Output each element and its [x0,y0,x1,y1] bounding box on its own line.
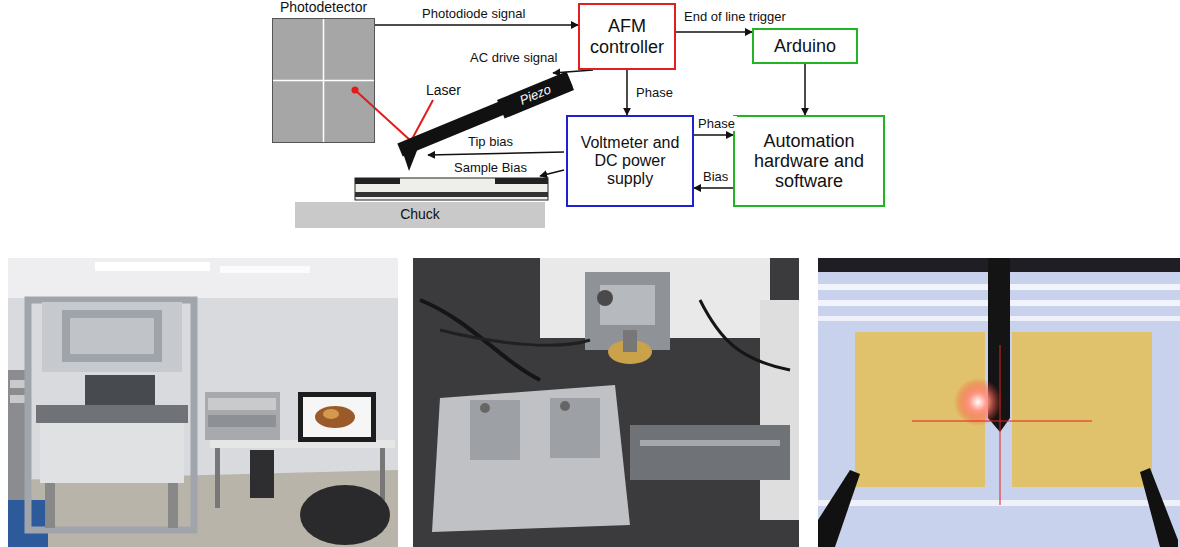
signal-arrow [553,70,593,73]
signal-arrow [694,187,733,189]
signal-label: End of line trigger [682,9,788,24]
bias-label: Sample Bias [452,160,529,175]
signal-label: Bias [701,169,730,184]
controller-box: AFM controller [578,3,676,70]
automation-box: Automation hardware and software [733,115,885,207]
laser-beam [355,90,433,141]
signal-arrow [626,70,628,115]
piezo-block: Piezo [497,71,574,118]
box-label: Piezo [513,81,556,110]
box-label: Arduino [770,36,840,56]
detector-heading: Photodetector [280,0,367,16]
signal-label: Phase [634,85,675,100]
signal-arrow [694,134,733,136]
box-label: Voltmeter and DC power supply [568,134,692,188]
microscope-photo [818,258,1180,547]
arduino-box: Arduino [752,28,858,64]
laser-label: Laser [424,82,463,98]
afm-stage-photo [413,258,799,547]
bias-wire [428,152,564,176]
cantilever [397,74,572,172]
lab-photo [8,258,398,547]
photodetector-face [272,18,375,143]
signal-label: AC drive signal [468,50,559,65]
signal-label: Phase [696,116,737,131]
signal-arrow [804,64,806,115]
bias-label: Tip bias [466,134,515,149]
signal-label: Photodiode signal [420,6,527,21]
box-label: Automation hardware and software [735,131,883,191]
box-label: AFM controller [580,16,674,56]
sample [355,178,548,200]
signal-arrow [375,24,578,26]
signal-arrow [676,31,752,33]
photodetector: Photodetector [272,18,375,143]
box-label: Chuck [396,207,444,223]
chuck-band: Chuck [295,202,545,228]
power-supply-box: Voltmeter and DC power supply [566,115,694,207]
